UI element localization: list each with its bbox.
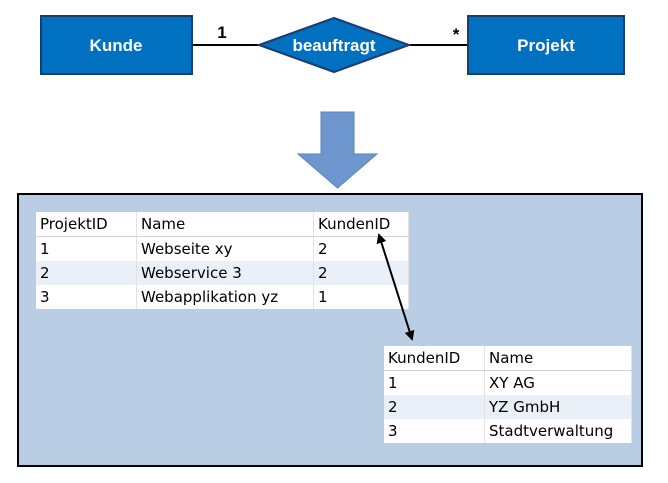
projekt-header-id: ProjektID [36,212,137,237]
kunde-cell-name: XY AG [484,370,632,395]
relationship-diamond [256,16,412,74]
entity-kunde-label: Kunde [90,36,143,55]
kunde-cell-id: 2 [384,395,485,419]
tables-panel: ProjektID Name KundenID 1 Webseite xy 2 … [17,193,643,467]
entity-kunde-box [40,15,193,75]
projekt-cell-id: 3 [36,285,137,309]
kunde-cell-id: 3 [384,419,485,443]
projekt-cell-name: Webservice 3 [136,261,314,285]
er-diagram: Kunde beauftragt Projekt 1 * [40,15,625,189]
projekt-cell-name: Webseite xy [136,236,314,261]
projekt-cell-name: Webapplikation yz [136,285,314,309]
projekt-cell-id: 1 [36,236,137,261]
kunde-header-id: KundenID [384,346,485,371]
double-arrow-icon [376,233,415,341]
kunde-cell-name: Stadtverwaltung [484,419,632,443]
entity-projekt-label: Projekt [517,36,575,55]
kunde-table-header-row: KundenID Name [384,346,632,371]
down-arrow-icon [296,111,379,189]
projekt-table: ProjektID Name KundenID 1 Webseite xy 2 … [36,212,409,309]
table-row: 1 Webseite xy 2 [36,236,409,261]
entity-projekt-box [467,15,625,75]
projekt-cell-id: 2 [36,261,137,285]
table-row: 2 Webservice 3 2 [36,261,409,285]
projekt-header-name: Name [136,212,314,237]
relationship-label: beauftragt [292,36,375,55]
table-row: 1 XY AG [384,370,632,395]
kunde-cell-name: YZ GmbH [484,395,632,419]
table-row: 3 Stadtverwaltung [384,419,632,443]
kunde-cell-id: 1 [384,370,485,395]
projekt-table-header-row: ProjektID Name KundenID [36,212,409,237]
cardinality-right-label: * [453,25,460,44]
kunde-table: KundenID Name 1 XY AG 2 YZ GmbH 3 Stadtv… [384,346,632,443]
table-row: 2 YZ GmbH [384,395,632,419]
kunde-header-name: Name [484,346,632,371]
foreign-key-arrow [376,233,415,341]
cardinality-left-label: 1 [217,23,226,42]
table-row: 3 Webapplikation yz 1 [36,285,409,309]
projekt-header-kundenid: KundenID [313,212,409,237]
